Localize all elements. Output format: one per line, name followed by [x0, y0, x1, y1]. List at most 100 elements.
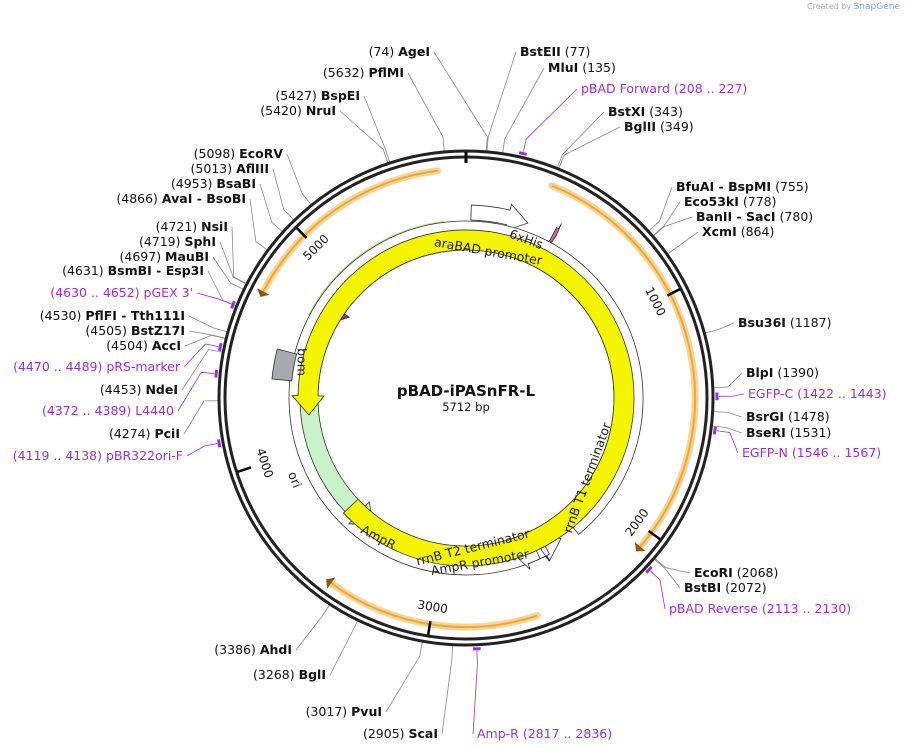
enzyme-site-ndei[interactable]: (4453) NdeI	[100, 382, 178, 397]
primer-range: (1546 .. 1567)	[788, 445, 881, 460]
enzyme-label: (4953) BsaBI	[171, 176, 256, 191]
enzyme-name: BspEI	[321, 88, 360, 103]
primer-site-pgex-3[interactable]: (4630 .. 4652) pGEX 3'	[50, 285, 236, 309]
enzyme-site-maubi[interactable]: (4697) MauBI	[120, 249, 210, 264]
enzyme-position: (780)	[776, 209, 814, 224]
enzyme-position: (864)	[737, 224, 775, 239]
enzyme-label: (5420) NruI	[260, 103, 336, 118]
enzyme-site-bstz17i[interactable]: (4505) BstZ17I	[85, 323, 185, 338]
primer-bind-mark	[712, 426, 717, 435]
enzyme-site-banii-saci[interactable]: BanII - SacI (780)	[696, 209, 813, 224]
enzyme-position: (4697)	[120, 249, 166, 264]
enzyme-name: PflFI - Tth111I	[85, 308, 185, 323]
enzyme-leader-line	[486, 51, 517, 151]
primer-leader-line	[196, 292, 232, 305]
enzyme-position: (4453)	[100, 382, 146, 397]
feature-label-bom: bom	[295, 348, 310, 376]
enzyme-position: (4631)	[62, 263, 108, 278]
enzyme-leader-line	[212, 256, 244, 290]
primer-range: (4372 .. 4389)	[42, 403, 135, 418]
enzyme-site-bspei[interactable]: (5427) BspEI	[275, 88, 360, 103]
enzyme-position: (135)	[578, 60, 616, 75]
enzyme-site-pflmi[interactable]: (5632) PflMI	[323, 65, 404, 80]
enzyme-site-bstxi[interactable]: BstXI (343)	[608, 104, 683, 119]
enzyme-site-scai[interactable]: (2905) ScaI	[363, 726, 438, 741]
enzyme-site-nsii[interactable]: (4721) NsiI	[156, 219, 228, 234]
enzyme-site-bstbi[interactable]: BstBI (2072)	[684, 580, 767, 595]
enzyme-site-afliii[interactable]: (5013) AflIII	[191, 161, 269, 176]
primer-sites: pBAD Forward (208 .. 227) EGFP-C (1422 ..…	[13, 81, 887, 741]
enzyme-position: (4504)	[106, 338, 152, 353]
enzyme-site-agei[interactable]: (74) AgeI	[369, 44, 430, 59]
enzyme-site-ecorv[interactable]: (5098) EcoRV	[194, 146, 284, 161]
enzyme-leader-line	[648, 186, 673, 232]
enzyme-name: PflMI	[368, 65, 404, 80]
tick-mark	[426, 620, 432, 636]
primer-site-egfp-n[interactable]: EGFP-N (1546 .. 1567)	[712, 426, 881, 460]
feature-bom[interactable]	[271, 348, 298, 382]
primer-range: (2113 .. 2130)	[758, 601, 851, 616]
enzyme-name: PciI	[154, 426, 180, 441]
enzyme-name: BfuAI - BspMI	[676, 179, 771, 194]
enzyme-site-pvui[interactable]: (3017) PvuI	[306, 704, 382, 719]
primer-name: L4440	[135, 403, 174, 418]
primer-name: Amp-R	[477, 726, 519, 741]
enzyme-site-bglii[interactable]: BglII (349)	[624, 119, 694, 134]
primer-label: pBAD Forward (208 .. 227)	[581, 81, 747, 96]
enzyme-label: Eco53kI (778)	[684, 194, 777, 209]
primer-site-prs-marker[interactable]: (4470 .. 4489) pRS-marker	[13, 342, 223, 374]
enzyme-site-bsteii[interactable]: BstEII (77)	[520, 44, 590, 59]
enzyme-site-pcii[interactable]: (4274) PciI	[109, 426, 180, 441]
enzyme-site-bgli[interactable]: (3268) BglI	[253, 667, 326, 682]
primer-label: (4630 .. 4652) pGEX 3'	[50, 285, 193, 300]
enzyme-site-nrui[interactable]: (5420) NruI	[260, 103, 336, 118]
enzyme-name: PvuI	[351, 704, 382, 719]
primer-site-pbr322ori-f[interactable]: (4119 .. 4138) pBR322ori-F	[13, 439, 222, 463]
enzyme-site-ahdi[interactable]: (3386) AhdI	[214, 642, 292, 657]
enzyme-site-pflfi-tth111i[interactable]: (4530) PflFI - Tth111I	[40, 308, 185, 323]
enzyme-site-bsrgi[interactable]: BsrGI (1478)	[746, 409, 830, 424]
enzyme-name: AflIII	[236, 161, 269, 176]
enzyme-leader-line	[339, 110, 389, 163]
enzyme-site-acci[interactable]: (4504) AccI	[106, 338, 181, 353]
enzyme-position: (5632)	[323, 65, 369, 80]
primer-site-l4440[interactable]: (4372 .. 4389) L4440	[42, 369, 219, 418]
plasmid-name: pBAD-iPASnFR-L	[397, 382, 536, 400]
enzyme-position: (1390)	[773, 365, 819, 380]
tick-label: 4000	[253, 446, 276, 479]
primer-leader-line	[186, 443, 218, 457]
primer-label: EGFP-C (1422 .. 1443)	[748, 386, 887, 401]
enzyme-site-mlui[interactable]: MluI (135)	[548, 60, 616, 75]
enzyme-leader-line	[363, 95, 390, 163]
enzyme-site-eco53ki[interactable]: Eco53kI (778)	[684, 194, 777, 209]
enzyme-site-sphi[interactable]: (4719) SphI	[139, 234, 216, 249]
enzyme-site-bsabi[interactable]: (4953) BsaBI	[171, 176, 256, 191]
enzyme-label: BsrGI (1478)	[746, 409, 830, 424]
enzyme-leader-line	[433, 51, 488, 151]
enzyme-leader-line	[713, 411, 743, 418]
enzyme-site-bsmbi-esp3i[interactable]: (4631) BsmBI - Esp3I	[62, 263, 204, 278]
feature-6xhis[interactable]	[548, 223, 562, 248]
primer-site-egfp-c[interactable]: EGFP-C (1422 .. 1443)	[715, 386, 887, 401]
primer-range: (208 .. 227)	[670, 81, 747, 96]
enzyme-site-ecori[interactable]: EcoRI (2068)	[694, 565, 778, 580]
enzyme-site-xcmi[interactable]: XcmI (864)	[702, 224, 774, 239]
primer-site-pbad-forward[interactable]: pBAD Forward (208 .. 227)	[518, 81, 747, 156]
enzyme-site-bseri[interactable]: BseRI (1531)	[746, 425, 831, 440]
enzyme-site-bfuai-bspmi[interactable]: BfuAI - BspMI (755)	[676, 179, 809, 194]
orf-arrowhead	[634, 542, 646, 552]
enzyme-leader-line	[286, 153, 312, 205]
enzyme-site-blpi[interactable]: BlpI (1390)	[746, 365, 819, 380]
enzyme-label: BstBI (2072)	[684, 580, 767, 595]
enzyme-leader-line	[441, 645, 454, 735]
enzyme-site-avai-bsobi[interactable]: (4866) AvaI - BsoBI	[116, 191, 246, 206]
enzyme-name: AgeI	[398, 44, 430, 59]
feature-arabad-promoter[interactable]	[470, 203, 529, 232]
enzyme-position: (5013)	[191, 161, 237, 176]
enzyme-site-bsu36i[interactable]: Bsu36I (1187)	[738, 315, 831, 330]
primer-site-amp-r[interactable]: Amp-R (2817 .. 2836)	[472, 647, 612, 741]
primer-site-pbad-reverse[interactable]: pBAD Reverse (2113 .. 2130)	[645, 565, 851, 616]
enzyme-label: BseRI (1531)	[746, 425, 831, 440]
plasmid-length: 5712 bp	[442, 400, 490, 414]
feature-ori[interactable]	[291, 229, 635, 567]
